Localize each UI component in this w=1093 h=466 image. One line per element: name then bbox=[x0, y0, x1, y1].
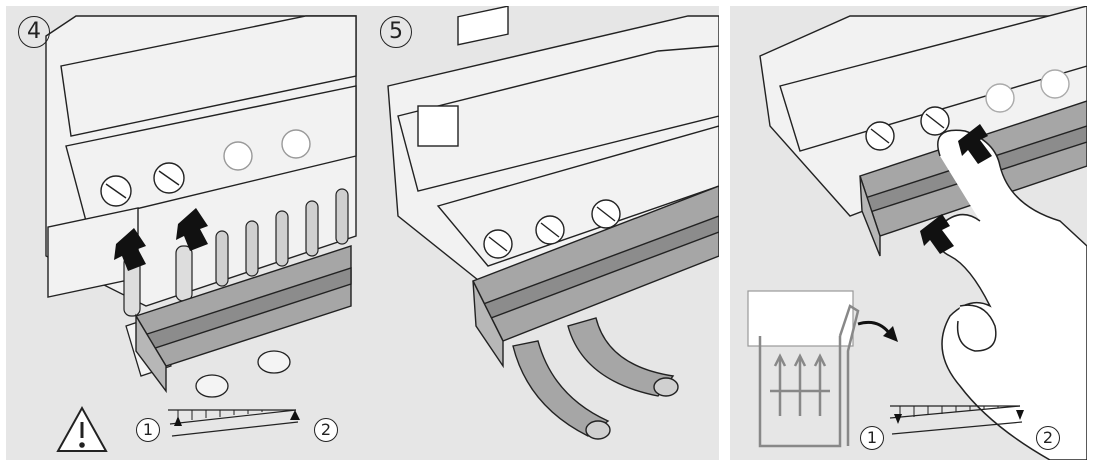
step-4-panel: 1 2 4 bbox=[6, 6, 358, 460]
step-label-4: 4 bbox=[18, 16, 50, 48]
push-arrow-icon bbox=[920, 124, 992, 254]
busbar-detail-sketch bbox=[889, 405, 1024, 435]
terminal-screws bbox=[865, 69, 1070, 151]
push-arrow-icon bbox=[114, 208, 208, 271]
detail-label-2: 2 bbox=[1036, 426, 1060, 450]
step-4-illustration bbox=[45, 15, 357, 452]
hand bbox=[935, 129, 1087, 460]
busbar-detail-sketch bbox=[168, 409, 300, 437]
warning-triangle-icon bbox=[56, 405, 108, 452]
terminal-screws bbox=[100, 129, 311, 207]
removal-panel: 1 2 bbox=[730, 6, 1087, 460]
removal-illustration bbox=[747, 6, 1087, 460]
comb-busbar bbox=[472, 185, 719, 369]
step-label-5: 5 bbox=[380, 16, 412, 48]
step-5-illustration bbox=[387, 6, 719, 440]
step-5-panel: 5 bbox=[358, 6, 719, 460]
mode-switch bbox=[457, 6, 509, 46]
curved-arrow-icon bbox=[857, 320, 898, 342]
terminal-screws bbox=[483, 199, 621, 259]
comb-busbar bbox=[134, 245, 352, 394]
detail-label-2: 2 bbox=[314, 418, 338, 442]
panel-divider bbox=[719, 6, 730, 460]
detail-label-1: 1 bbox=[860, 426, 884, 450]
clip-detail bbox=[747, 290, 860, 448]
detail-label-1: 1 bbox=[136, 418, 160, 442]
supply-cables bbox=[512, 317, 679, 440]
